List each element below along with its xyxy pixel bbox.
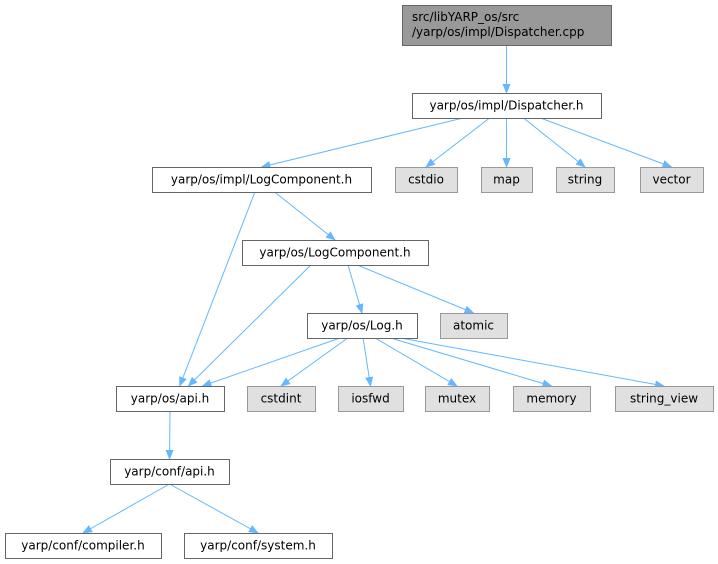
edge-dispatcher_h-to-impl_logcomponent_h (260, 117, 464, 169)
edge-log_h-to-cstdint (280, 337, 348, 387)
edge-logcomponent_h-to-atomic (357, 264, 475, 314)
node-box (556, 167, 615, 193)
node-label: cstdint (261, 392, 302, 406)
edge-dispatcher_h-to-string (523, 117, 586, 168)
node-string-view: string_view (615, 386, 714, 412)
edge-log_h-to-iosfwd (362, 337, 374, 387)
node-string: string (556, 167, 615, 193)
node-box (152, 167, 372, 193)
node-conf-api-h[interactable]: yarp/conf/api.h (110, 459, 230, 485)
edge-os_api_h-to-conf_api_h (165, 410, 174, 460)
node-box (640, 167, 704, 193)
edge-dispatcher_h-to-cstdio (425, 117, 490, 168)
edge-conf_api_h-to-system_h (169, 483, 259, 534)
node-box (247, 386, 316, 412)
edge-conf_api_h-to-compiler_h (82, 483, 170, 534)
node-box (513, 386, 591, 412)
node-label: yarp/os/impl/LogComponent.h (171, 173, 352, 187)
node-label: mutex (438, 392, 476, 406)
node-box (425, 386, 490, 412)
node-impl-logcomponent-h[interactable]: yarp/os/impl/LogComponent.h (152, 167, 372, 193)
node-os-api-h[interactable]: yarp/os/api.h (116, 386, 225, 412)
node-box (110, 459, 230, 485)
node-box (615, 386, 714, 412)
node-mutex: mutex (425, 386, 490, 412)
node-label: yarp/conf/compiler.h (21, 539, 144, 553)
node-box (481, 167, 533, 193)
node-iosfwd: iosfwd (338, 386, 404, 412)
edge-log_h-to-mutex (374, 337, 458, 387)
node-label: /yarp/os/impl/Dispatcher.cpp (412, 25, 584, 39)
node-box (338, 386, 404, 412)
node-dispatcher-h[interactable]: yarp/os/impl/Dispatcher.h (412, 93, 602, 119)
nodes: src/libYARP_os/src/yarp/os/impl/Dispatch… (5, 5, 714, 559)
edge-log_h-to-os_api_h (201, 337, 341, 387)
edge-logcomponent_h-to-os_api_h (187, 264, 312, 387)
node-map: map (481, 167, 533, 193)
node-vector: vector (640, 167, 704, 193)
node-box (440, 313, 508, 339)
node-label: src/libYARP_os/src (412, 10, 519, 24)
node-box (412, 93, 602, 119)
node-root[interactable]: src/libYARP_os/src/yarp/os/impl/Dispatch… (402, 5, 612, 46)
node-compiler-h[interactable]: yarp/conf/compiler.h (5, 533, 162, 559)
edge-impl_logcomponent_h-to-os_api_h (179, 191, 256, 387)
node-label: iosfwd (351, 392, 389, 406)
node-cstdio: cstdio (395, 167, 458, 193)
node-memory: memory (513, 386, 591, 412)
node-label: yarp/conf/api.h (124, 465, 215, 479)
node-atomic: atomic (440, 313, 508, 339)
node-system-h[interactable]: yarp/conf/system.h (184, 533, 333, 559)
node-label: string_view (630, 392, 698, 406)
node-label: map (493, 173, 520, 187)
node-label: yarp/os/LogComponent.h (259, 246, 410, 260)
node-label: yarp/os/impl/Dispatcher.h (429, 99, 583, 113)
node-label: yarp/os/api.h (131, 392, 209, 406)
node-label: yarp/os/Log.h (321, 319, 403, 333)
edge-impl_logcomponent_h-to-logcomponent_h (274, 191, 336, 241)
node-label: cstdio (408, 173, 444, 187)
node-label: yarp/conf/system.h (200, 539, 316, 553)
node-box (307, 313, 418, 339)
node-logcomponent-h[interactable]: yarp/os/LogComponent.h (242, 240, 429, 266)
edges (82, 45, 673, 534)
node-box (184, 533, 333, 559)
node-box (395, 167, 458, 193)
node-box (402, 5, 612, 46)
edge-logcomponent_h-to-log_h (347, 264, 364, 314)
node-log-h[interactable]: yarp/os/Log.h (307, 313, 418, 339)
node-label: memory (526, 392, 576, 406)
node-box (116, 386, 225, 412)
edge-dispatcher_h-to-vector (540, 117, 673, 168)
node-box (242, 240, 429, 266)
node-label: atomic (453, 319, 494, 333)
node-box (5, 533, 162, 559)
edge-log_h-to-string_view (400, 337, 665, 389)
edge-log_h-to-memory (390, 337, 553, 388)
node-label: string (568, 173, 602, 187)
node-cstdint: cstdint (247, 386, 316, 412)
node-label: vector (652, 173, 690, 187)
